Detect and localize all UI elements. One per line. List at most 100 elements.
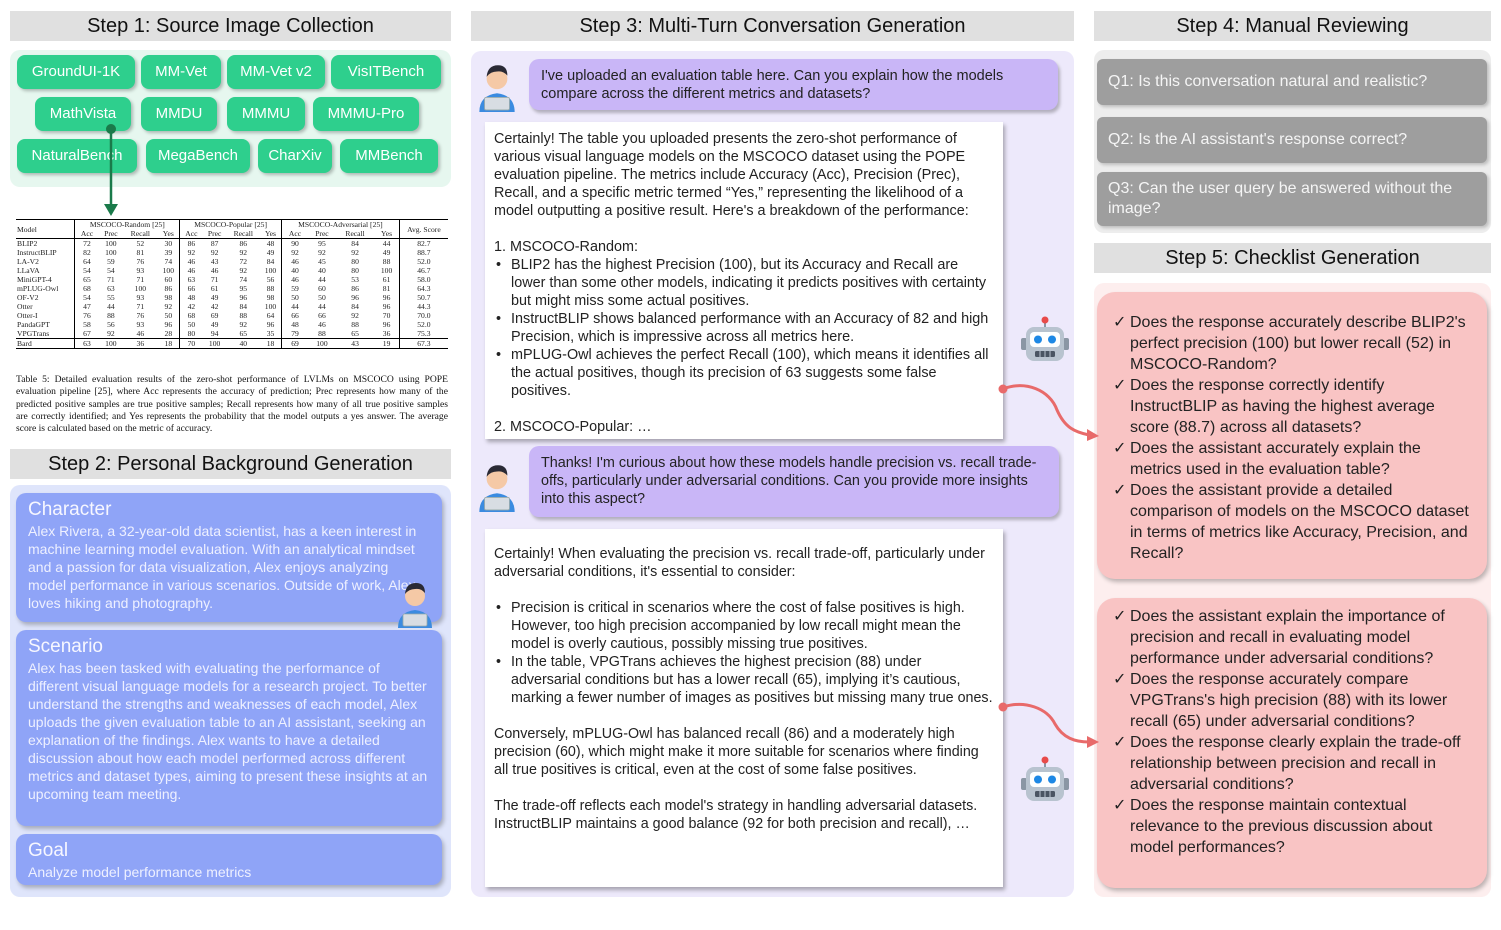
checklist-item: Does the response accurately compare VPG… [1113,669,1473,732]
table-subheader: Recall [345,229,365,238]
assistant-response-2: Certainly! When evaluating the precision… [485,529,1003,887]
score-cell: 88 [382,257,391,266]
scenario-title: Scenario [28,636,103,657]
benchmark-chip: NaturalBench [17,139,137,173]
evaluation-table: Model MSCOCO-Random [25] MSCOCO-Popular … [16,219,448,349]
response-2-bullet: In the table, VPGTrans achieves the high… [494,653,994,707]
score-cell: 46.7 [398,266,448,275]
score-cell: 46 [210,266,219,275]
score-cell: 35 [266,329,275,338]
score-cell: 40 [318,266,326,275]
pointer-arrow [998,702,1099,748]
score-cell: 87 [210,239,219,248]
model-cell: LLaVA [17,266,40,275]
score-cell: 61 [382,275,391,284]
heading-colon: : [633,239,638,255]
score-cell: 70.0 [398,311,448,320]
score-cell: 82.7 [398,238,448,248]
score-cell: 65 [74,275,99,284]
review-question: Q1: Is this conversation natural and rea… [1097,59,1487,105]
score-cell: 96 [382,302,391,311]
model-name: mPLUG-Owl [511,347,592,363]
response-1-bullet: mPLUG-Owl achieves the perfect Recall (1… [494,346,994,400]
score-cell: 100 [105,339,117,348]
checklist-item: Does the assistant provide a detailed co… [1113,480,1473,564]
checklist-item: Does the response accurately describe BL… [1113,312,1473,375]
checklist-item: Does the response maintain contextual re… [1113,795,1473,858]
score-cell: 88 [266,284,275,293]
score-cell: 88 [351,320,359,329]
scenario-box: Scenario Alex has been tasked with evalu… [16,630,442,826]
score-cell: 60 [318,284,326,293]
score-cell: 49 [210,320,219,329]
benchmark-chip: MathVista [35,97,131,131]
table-subheader: Prec [315,229,329,238]
response-2-intro: Certainly! When evaluating the precision… [494,546,985,580]
model-cell: InstructBLIP [17,248,57,257]
benchmark-chip: MegaBench [146,139,250,173]
score-cell: 74 [164,257,173,266]
paragraph-text: has balanced recall (86) and a moderatel… [494,726,979,778]
score-cell: 92 [318,248,326,257]
score-cell: 98 [164,293,173,302]
score-cell: 42 [179,302,203,311]
score-cell: 50 [281,293,309,302]
table-subheader: Yes [381,229,393,238]
table-caption: Table 5: Detailed evaluation results of … [16,374,448,435]
score-cell: 100 [162,266,174,275]
model-cell: Bard [17,339,32,348]
score-cell: 71 [210,275,219,284]
response-1-intro: Certainly! The table you uploaded presen… [494,131,969,219]
score-cell: 96 [164,320,173,329]
score-cell: 46 [179,257,203,266]
score-cell: 56 [107,320,115,329]
score-cell: 95 [239,284,248,293]
step5-header: Step 5: Checklist Generation [1094,243,1491,273]
score-cell: 70 [382,311,391,320]
robot-icon [1021,756,1069,801]
model-cell: Otter [17,302,33,311]
score-cell: 96 [239,293,248,302]
model-cell: MiniGPT-4 [17,275,52,284]
score-cell: 68 [179,311,203,320]
score-cell: 86 [239,239,248,248]
score-cell: 65 [351,329,359,338]
score-cell: 100 [105,239,117,248]
response-1-bullet: InstructBLIP shows balanced performance … [494,310,994,346]
model-cell: LA-V2 [17,257,39,266]
source-connector-arrow [104,124,118,216]
score-cell: 64 [266,311,275,320]
score-cell: 100 [380,266,393,275]
model-cell: mPLUG-Owl [17,284,59,293]
score-cell: 30 [164,239,173,248]
bullet-text: shows balanced performance with an Accur… [511,311,989,345]
benchmark-chip: GroundUI-1K [17,55,135,89]
score-cell: 100 [316,339,328,348]
score-cell: 64.3 [398,284,448,293]
goal-box: Goal Analyze model performance metrics [16,834,442,885]
score-cell: 96 [351,293,359,302]
score-cell: 92 [179,248,203,257]
checklist-item: Does the response clearly explain the tr… [1113,732,1473,795]
checklist-item: Does the assistant explain the importanc… [1113,606,1473,669]
score-cell: 63 [74,338,99,349]
score-cell: 52.0 [398,320,448,329]
table-header-group: MSCOCO-Random [25] [74,219,180,229]
score-cell: 92 [351,248,359,257]
character-text: Alex Rivera, a 32-year-old data scientis… [28,523,417,611]
score-cell: 88 [318,329,326,338]
score-cell: 66 [318,311,326,320]
heading-ellipsis: : … [629,419,652,435]
score-cell: 68 [74,284,99,293]
score-cell: 40 [281,266,309,275]
score-cell: 18 [164,339,173,348]
bullet-text: is critical in scenarios where the cost … [511,600,965,652]
score-cell: 100 [208,339,221,348]
table-header: Avg. Score [398,219,448,239]
benchmark-chip: VisITBench [331,55,441,89]
